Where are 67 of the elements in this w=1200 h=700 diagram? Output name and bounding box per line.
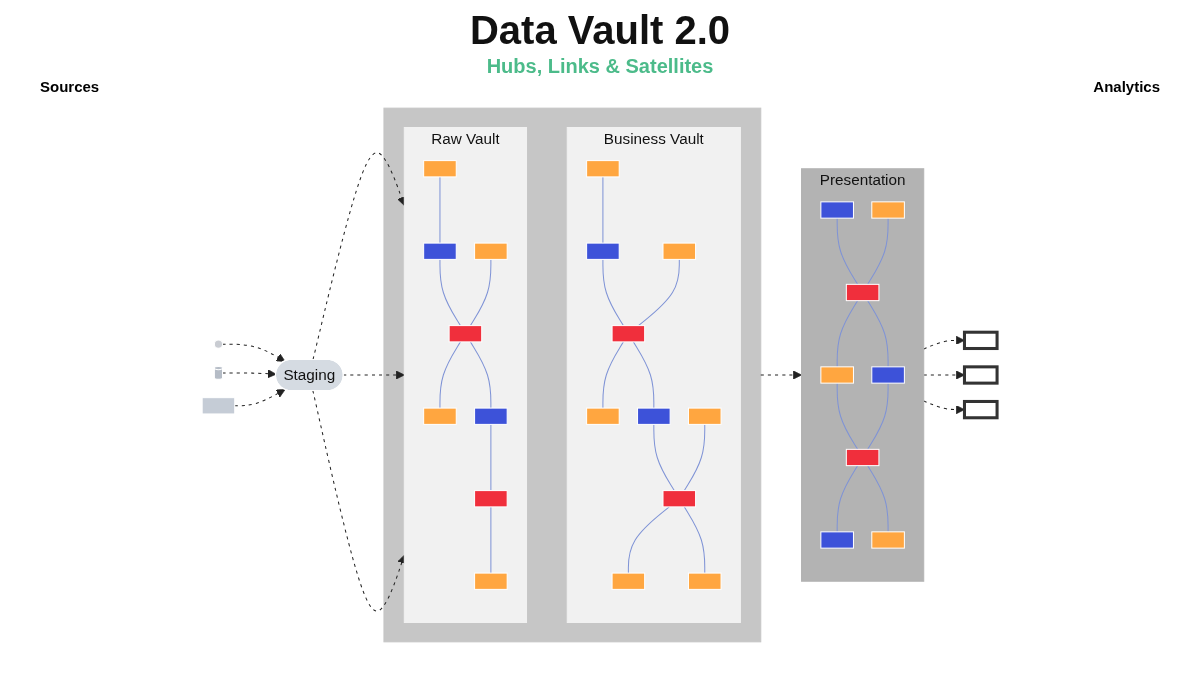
node-box xyxy=(474,407,509,425)
node-box xyxy=(820,366,855,384)
node-box xyxy=(474,490,509,508)
node-box xyxy=(963,365,999,385)
cluster: Presentation xyxy=(801,168,925,582)
subtitle: Hubs, Links & Satellites xyxy=(486,55,714,78)
node-box xyxy=(637,407,672,425)
cluster: Raw Vault xyxy=(404,127,528,623)
node-box xyxy=(688,407,722,425)
connector xyxy=(490,506,492,574)
arrow xyxy=(234,389,286,407)
connector xyxy=(490,423,492,492)
node-box xyxy=(963,330,999,351)
connector xyxy=(837,465,859,533)
connector xyxy=(633,341,655,409)
connector xyxy=(602,176,604,244)
node-box xyxy=(611,572,646,590)
connector xyxy=(684,423,706,492)
node-box xyxy=(449,325,483,343)
node-box xyxy=(662,490,697,508)
node-box xyxy=(871,201,906,219)
node-box xyxy=(871,531,906,549)
arrow xyxy=(222,343,286,362)
node-box xyxy=(662,242,697,260)
node-box xyxy=(688,572,722,590)
connector xyxy=(867,300,889,368)
node-box xyxy=(820,531,855,549)
node-box xyxy=(820,201,855,219)
node-box xyxy=(586,242,621,260)
connector xyxy=(837,217,859,285)
connector xyxy=(439,176,441,244)
connector xyxy=(470,258,492,327)
connector xyxy=(470,341,492,409)
node-box xyxy=(423,407,458,425)
diagram-title: Data Vault 2.0 xyxy=(469,8,731,53)
connector xyxy=(638,258,681,327)
node-box xyxy=(202,397,236,415)
node-box xyxy=(586,407,621,425)
node-circle xyxy=(214,339,224,349)
node-cylinder xyxy=(214,366,224,380)
node-box xyxy=(423,242,458,260)
cluster xyxy=(383,107,762,643)
connector xyxy=(602,341,625,409)
node-box xyxy=(423,160,458,178)
cluster: Business Vault xyxy=(567,127,742,623)
connector xyxy=(867,465,889,533)
node-box xyxy=(846,448,880,467)
node-box xyxy=(963,399,999,420)
node-box xyxy=(871,366,906,384)
node-box xyxy=(474,572,509,590)
column-heading: Analytics xyxy=(1093,78,1160,95)
node-box xyxy=(586,160,621,178)
connector xyxy=(602,258,625,327)
connector xyxy=(628,506,671,574)
connector xyxy=(837,300,859,368)
column-heading: Sources xyxy=(40,78,100,95)
node-box xyxy=(846,283,880,302)
connector xyxy=(439,258,462,327)
connector xyxy=(439,341,462,409)
connector xyxy=(653,423,676,492)
connector xyxy=(837,382,859,450)
connector xyxy=(867,217,889,285)
node-box xyxy=(611,325,646,343)
connector xyxy=(684,506,706,574)
connector xyxy=(867,382,889,450)
node-box xyxy=(474,242,509,260)
arrow xyxy=(222,369,277,379)
